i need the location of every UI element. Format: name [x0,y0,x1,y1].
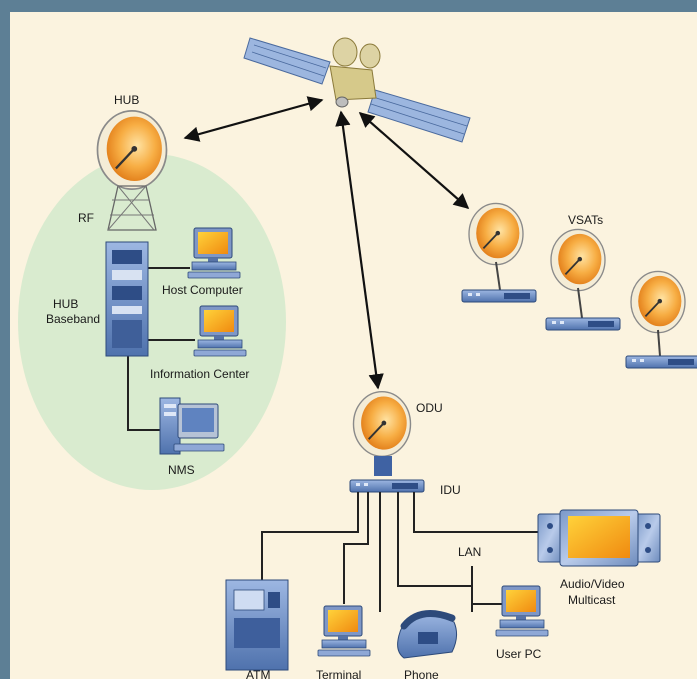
odu-label: ODU [416,401,443,415]
satellite-icon [243,37,471,143]
lan-label: LAN [458,545,481,559]
host-computer-label: Host Computer [162,283,243,297]
audio-video-label-2: Multicast [568,593,616,607]
odu-antenna-icon [352,390,412,476]
phone-icon [397,610,458,659]
nms-label: NMS [168,463,195,477]
atm-label: ATM [246,668,270,679]
idu-label: IDU [440,483,461,497]
link-satellite-odu [335,110,384,390]
satellite-links [183,96,470,390]
audio-video-display-icon [537,509,661,567]
vsats-label: VSATs [568,213,603,227]
rf-label: RF [78,211,94,225]
phone-label: Phone [404,668,439,679]
hub-baseband-label-1: HUB [53,297,78,311]
vsat-terminal-icon [625,270,697,369]
link-hub-satellite [183,96,324,142]
hub-label: HUB [114,93,139,107]
user-pc-label: User PC [496,647,542,661]
vsat-terminal-icon [461,202,537,303]
audio-video-label-1: Audio/Video [560,577,625,591]
idu-wiring [261,492,540,612]
hub-baseband-rack-icon [105,241,149,357]
hub-antenna-icon [96,109,168,231]
hub-wiring [127,267,195,431]
information-center-label: Information Center [150,367,249,381]
hub-baseband-label-2: Baseband [46,312,100,326]
terminal-label: Terminal [316,668,361,679]
nms-workstation-icon [159,397,225,455]
vsat-terminal-icon [545,228,621,331]
atm-icon [225,579,289,671]
idu-modem-icon [349,479,425,493]
